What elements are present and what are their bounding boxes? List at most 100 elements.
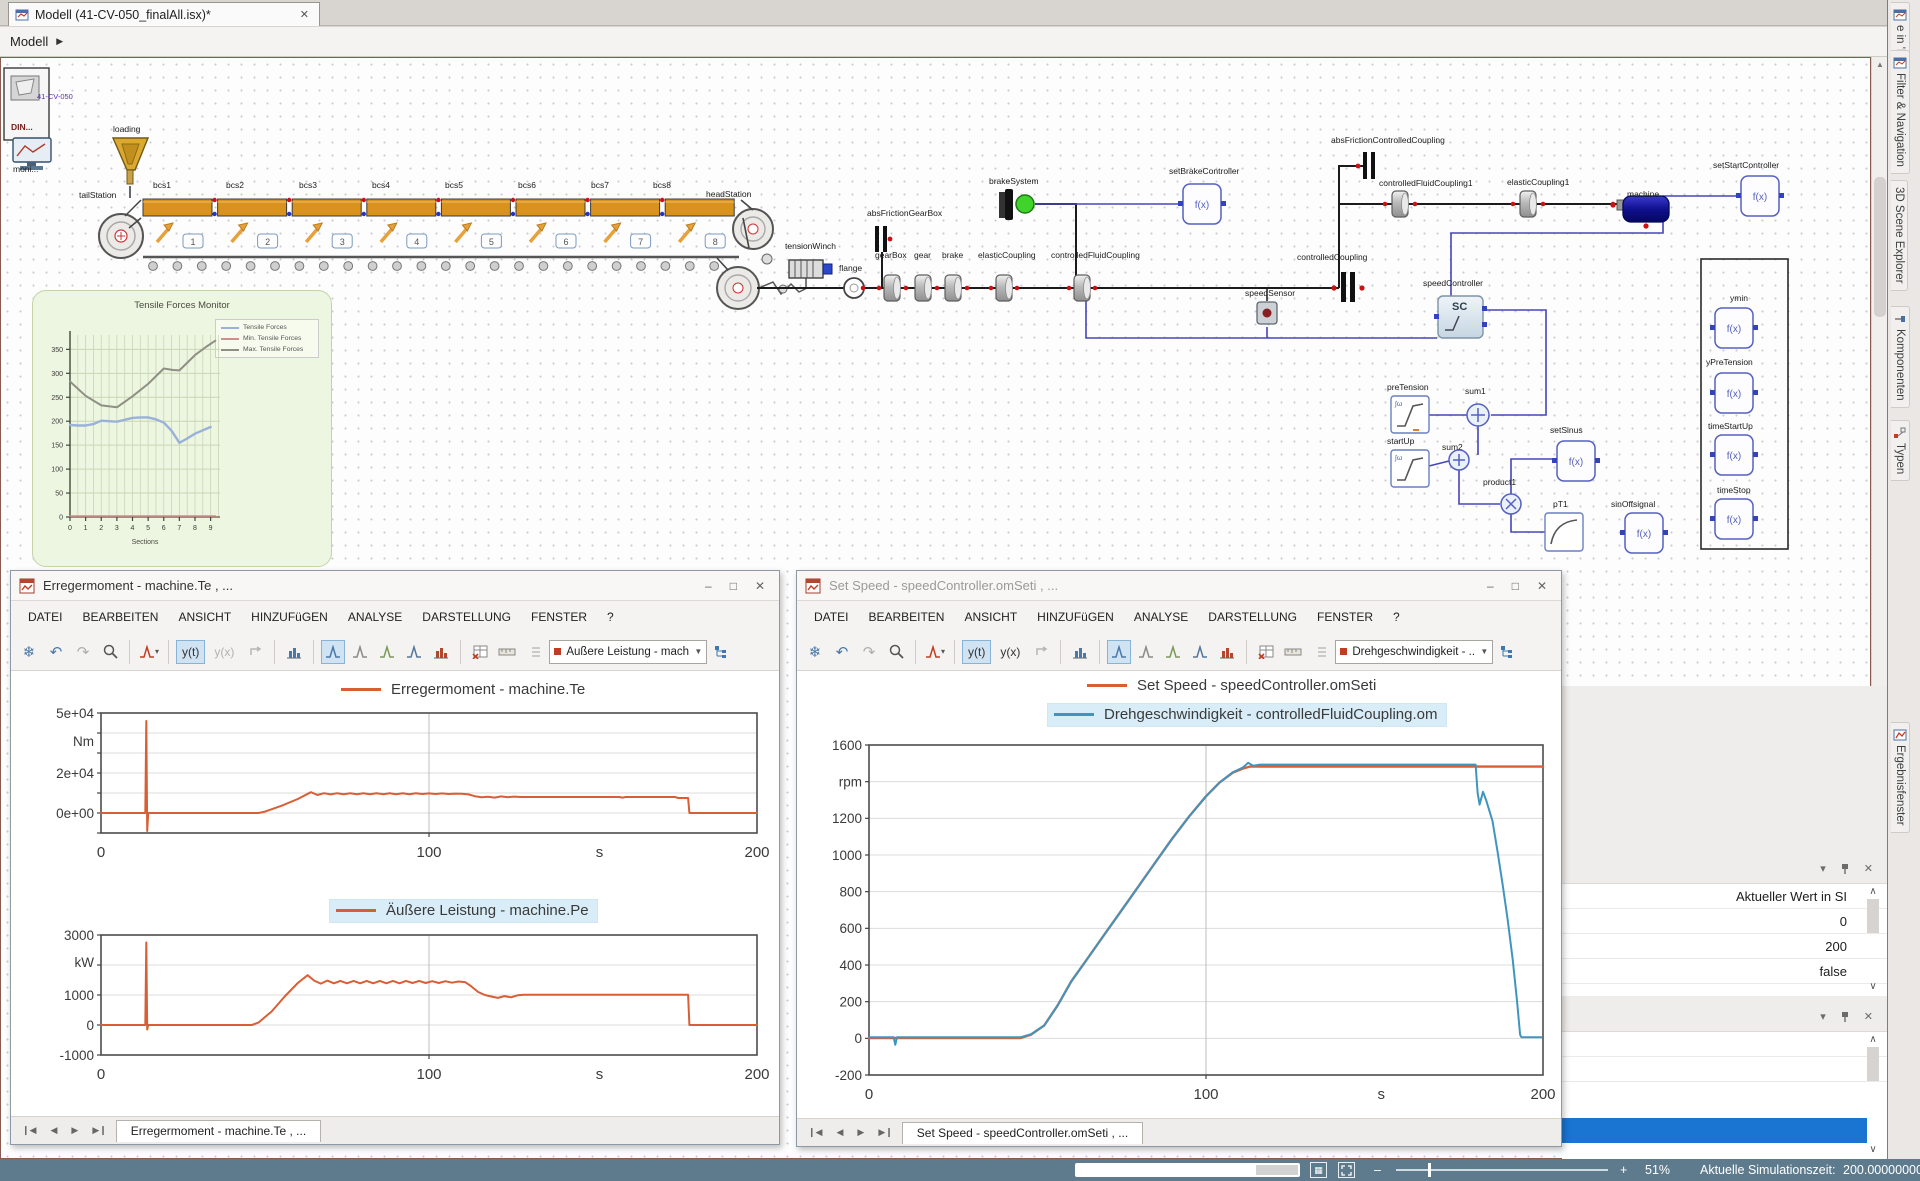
speed-sensor-icon[interactable] bbox=[1257, 302, 1277, 324]
side-tab-komponenten[interactable]: Komponenten bbox=[1891, 306, 1910, 408]
replay-icon[interactable] bbox=[243, 640, 267, 664]
first-tab-icon[interactable]: ❙◀ bbox=[17, 1123, 41, 1138]
pin-icon[interactable] bbox=[1840, 1011, 1850, 1023]
zoom-icon[interactable] bbox=[884, 640, 908, 664]
last-tab-icon[interactable]: ▶❙ bbox=[87, 1123, 111, 1138]
dock-selected-row[interactable] bbox=[1562, 1118, 1867, 1143]
red-histogram-icon[interactable] bbox=[1215, 640, 1239, 664]
sum2-node[interactable] bbox=[1449, 450, 1469, 470]
dock-panel2-scrollbar[interactable]: ∧ ∨ bbox=[1865, 1034, 1881, 1157]
pretension-block[interactable]: ∫ω bbox=[1391, 396, 1429, 433]
menu-item-?[interactable]: ? bbox=[1384, 606, 1409, 628]
product1-node[interactable] bbox=[1501, 494, 1521, 514]
abs-friction-gearbox-icon[interactable] bbox=[875, 226, 892, 252]
yt-button[interactable]: y(t) bbox=[962, 640, 991, 664]
menu-item-hinzufgen[interactable]: HINZUFüGEN bbox=[242, 606, 337, 628]
machine-icon[interactable] bbox=[1610, 196, 1669, 229]
dual-curve-icon[interactable] bbox=[375, 640, 399, 664]
dock-value-row[interactable]: 0 bbox=[1562, 909, 1887, 934]
window-titlebar[interactable]: Erregermoment - machine.Te , ... – □ ✕ bbox=[11, 571, 779, 601]
tension-winch[interactable] bbox=[789, 260, 832, 288]
status-progress-track[interactable] bbox=[1075, 1163, 1300, 1177]
scroll-thumb[interactable] bbox=[1867, 1047, 1879, 1081]
menu-item-bearbeiten[interactable]: BEARBEITEN bbox=[859, 606, 953, 628]
side-tab-ergebnisfenster[interactable]: Ergebnisfenster bbox=[1891, 722, 1910, 833]
menu-item-ansicht[interactable]: ANSICHT bbox=[955, 606, 1026, 628]
first-tab-icon[interactable]: ❙◀ bbox=[803, 1125, 827, 1140]
scroll-thumb[interactable] bbox=[1874, 177, 1886, 317]
prev-tab-icon[interactable]: ◀ bbox=[831, 1125, 848, 1140]
zoom-icon[interactable] bbox=[98, 640, 122, 664]
panel-close-icon[interactable]: ✕ bbox=[1864, 862, 1873, 875]
dual-curve-icon[interactable] bbox=[1161, 640, 1185, 664]
yt-button[interactable]: y(t) bbox=[176, 640, 205, 664]
freeze-icon[interactable]: ❄ bbox=[17, 640, 41, 664]
result-window-erregermoment[interactable]: Erregermoment - machine.Te , ... – □ ✕ D… bbox=[10, 570, 780, 1145]
signal-tree-icon[interactable] bbox=[1496, 640, 1520, 664]
dock-panel1-scrollbar[interactable]: ∧ ∨ bbox=[1865, 886, 1881, 994]
fit-view-icon[interactable] bbox=[1338, 1162, 1355, 1178]
replay-icon[interactable] bbox=[1029, 640, 1053, 664]
sum1-node[interactable] bbox=[1467, 404, 1489, 426]
next-tab-icon[interactable]: ▶ bbox=[66, 1123, 83, 1138]
multi-curve-icon[interactable] bbox=[402, 640, 426, 664]
side-tab-3d-scene-explorer[interactable]: 3D Scene Explorer bbox=[1891, 180, 1908, 291]
scroll-thumb[interactable] bbox=[1867, 899, 1879, 933]
menu-item-hinzufgen[interactable]: HINZUFüGEN bbox=[1028, 606, 1123, 628]
multi-curve-icon[interactable] bbox=[1188, 640, 1212, 664]
dock-value-row[interactable]: false bbox=[1562, 959, 1887, 984]
zoom-slider-thumb[interactable] bbox=[1428, 1163, 1431, 1177]
yx-button[interactable]: y(x) bbox=[994, 640, 1026, 664]
histogram-icon[interactable] bbox=[1068, 640, 1092, 664]
signal-combo[interactable]: Drehgeschwindigkeit - ...▼ bbox=[1335, 640, 1493, 664]
scroll-up-icon[interactable]: ∧ bbox=[1865, 886, 1881, 897]
result-window-setspeed[interactable]: Set Speed - speedController.omSeti , ...… bbox=[796, 570, 1562, 1147]
measure-icon[interactable] bbox=[1281, 640, 1305, 664]
signal-tree-icon[interactable] bbox=[710, 640, 734, 664]
brake-system-icon[interactable] bbox=[999, 189, 1034, 220]
menu-item-darstellung[interactable]: DARSTELLUNG bbox=[1199, 606, 1306, 628]
menu-item-fenster[interactable]: FENSTER bbox=[522, 606, 596, 628]
loading-funnel[interactable] bbox=[113, 138, 148, 198]
abs-friction-controlled-coupling-icon[interactable] bbox=[1356, 152, 1375, 179]
breadcrumb-model[interactable]: Modell bbox=[10, 34, 48, 49]
menu-item-darstellung[interactable]: DARSTELLUNG bbox=[413, 606, 520, 628]
document-tab[interactable]: Modell (41-CV-050_finalAll.isx)* ✕ bbox=[8, 2, 320, 26]
menu-item-fenster[interactable]: FENSTER bbox=[1308, 606, 1382, 628]
side-tab-filter-navigation[interactable]: Filter & Navigation bbox=[1891, 50, 1910, 174]
red-histogram-icon[interactable] bbox=[429, 640, 453, 664]
last-tab-icon[interactable]: ▶❙ bbox=[873, 1125, 897, 1140]
curve-options-icon[interactable]: ▾ bbox=[137, 640, 161, 664]
pin-icon[interactable] bbox=[1840, 863, 1850, 875]
scroll-down-icon[interactable]: ∨ bbox=[1865, 1144, 1881, 1155]
maximize-icon[interactable]: □ bbox=[1512, 579, 1519, 593]
panel-menu-icon[interactable]: ▾ bbox=[1820, 1010, 1826, 1023]
outline-plot-icon[interactable] bbox=[1134, 640, 1158, 664]
tab-close-icon[interactable]: ✕ bbox=[296, 8, 313, 21]
startup-block[interactable]: ∫ω bbox=[1391, 450, 1429, 487]
conveyor-belt[interactable]: 12345678 bbox=[143, 198, 739, 271]
menu-item-datei[interactable]: DATEI bbox=[805, 606, 857, 628]
scroll-down-icon[interactable]: ∨ bbox=[1865, 981, 1881, 992]
outline-plot-icon[interactable] bbox=[348, 640, 372, 664]
measure-icon[interactable] bbox=[495, 640, 519, 664]
freeze-icon[interactable]: ❄ bbox=[803, 640, 827, 664]
minimize-icon[interactable]: – bbox=[705, 579, 712, 593]
redo-icon[interactable]: ↷ bbox=[857, 640, 881, 664]
histogram-icon[interactable] bbox=[282, 640, 306, 664]
panel-close-icon[interactable]: ✕ bbox=[1864, 1010, 1873, 1023]
pt1-block[interactable] bbox=[1545, 513, 1583, 551]
panel-menu-icon[interactable]: ▾ bbox=[1820, 862, 1826, 875]
close-icon[interactable]: ✕ bbox=[755, 579, 765, 593]
result-tab[interactable]: Erregermoment - machine.Te , ... bbox=[116, 1120, 321, 1142]
speed-controller-block[interactable]: SC bbox=[1434, 296, 1487, 338]
prev-tab-icon[interactable]: ◀ bbox=[45, 1123, 62, 1138]
undo-icon[interactable]: ↶ bbox=[44, 640, 68, 664]
close-icon[interactable]: ✕ bbox=[1537, 579, 1547, 593]
dock-value-row[interactable]: 200 bbox=[1562, 934, 1887, 959]
table-export-icon[interactable] bbox=[1254, 640, 1278, 664]
scroll-up-icon[interactable]: ∧ bbox=[1865, 1034, 1881, 1045]
next-tab-icon[interactable]: ▶ bbox=[852, 1125, 869, 1140]
menu-item-datei[interactable]: DATEI bbox=[19, 606, 71, 628]
minimize-icon[interactable]: – bbox=[1487, 579, 1494, 593]
